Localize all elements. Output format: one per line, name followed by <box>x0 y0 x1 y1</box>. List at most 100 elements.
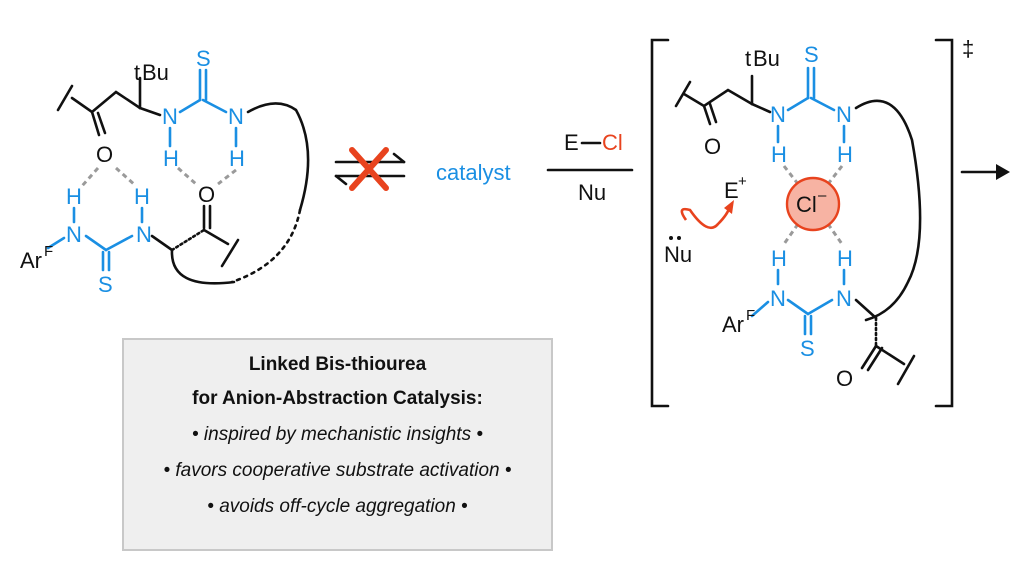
ts-thiourea-bottom-h2: H <box>837 246 853 271</box>
reagent-nu: Nu <box>578 180 606 205</box>
carbonyl-o-left: O <box>96 142 113 167</box>
carbonyl-double-bond <box>708 102 718 124</box>
chain-end-mark <box>56 84 74 112</box>
thiourea-bottom-h1: H <box>66 184 82 209</box>
left-bracket <box>650 38 670 408</box>
linker-dotted <box>230 208 302 284</box>
backbone-bond <box>70 90 142 114</box>
thiourea-bottom-n2: N <box>136 222 152 247</box>
thiourea-bond-4 <box>104 234 134 252</box>
forward-arrow-head <box>392 152 406 164</box>
h-bond <box>114 166 138 188</box>
chloride-charge: – <box>818 187 827 204</box>
ts-carbonyl-o-top: O <box>704 134 721 159</box>
catalyst-label: catalyst <box>436 160 511 185</box>
ts-tbu-label: Bu <box>753 46 780 71</box>
h-bond <box>826 165 844 185</box>
ts-nucleophile: Nu <box>664 242 692 267</box>
ts-thiourea-bottom-n2: N <box>836 286 852 311</box>
linker <box>854 99 922 322</box>
ts-thiourea-top-n1: N <box>770 102 786 127</box>
carbonyl-double-bond <box>96 111 107 135</box>
ts-thiourea-top-s: S <box>804 42 819 67</box>
ts-thiourea-bottom-h1: H <box>771 246 787 271</box>
chloride-circle <box>785 176 841 232</box>
summary-box: Linked Bis-thiourea for Anion-Abstractio… <box>122 338 553 551</box>
thiourea-bottom-s: S <box>98 272 113 297</box>
thiourea-bond <box>178 98 202 114</box>
co-bond <box>860 344 878 370</box>
carbonyl-bond <box>90 110 101 137</box>
reaction-conditions: E Cl Nu <box>546 130 634 205</box>
dagger-symbol: ‡ <box>962 36 974 61</box>
tbu-t-label: t <box>134 60 140 85</box>
thiourea-bond-3 <box>84 234 108 252</box>
ts-tbu-t-label: t <box>745 46 751 71</box>
thiourea-bottom-h2: H <box>134 184 150 209</box>
ring-bond <box>170 248 236 285</box>
thiourea-top-n1: N <box>162 104 178 129</box>
summary-title-line1: Linked Bis-thiourea <box>248 354 427 375</box>
lone-pair-dot <box>677 236 681 240</box>
h-bond <box>80 167 100 187</box>
thiourea-top-h2: H <box>229 146 245 171</box>
summary-bullet-2: • favors cooperative substrate activatio… <box>163 460 512 481</box>
h-bond <box>217 168 237 186</box>
product-arrow-head <box>996 164 1010 180</box>
thiourea-bond-2 <box>201 98 228 114</box>
nh-bond <box>750 102 772 114</box>
ts-thiourea-top-n2: N <box>836 102 852 127</box>
arf-f-label: F <box>44 243 53 260</box>
thiourea-top-n2: N <box>228 104 244 129</box>
electrophile-charge: + <box>738 173 747 190</box>
h-bond <box>782 165 800 185</box>
reagent-e: E <box>564 130 579 155</box>
arf-bond <box>46 236 66 250</box>
h-bond <box>826 223 844 245</box>
thiourea-bond-4 <box>806 298 834 316</box>
left-bis-thiourea-structure: t Bu N S N H H O O H H N N <box>20 46 310 297</box>
summary-title-line2: for Anion-Abstraction Catalysis: <box>192 388 483 409</box>
ts-thiourea-bottom-n1: N <box>770 286 786 311</box>
ts-thiourea-top-h1: H <box>771 142 787 167</box>
electrophile-label: E <box>724 178 739 203</box>
ts-thiourea-top-h2: H <box>837 142 853 167</box>
backbone-bond-2 <box>854 298 878 320</box>
backbone-bond-3 <box>874 344 906 366</box>
summary-bullet-3: • avoids off-cycle aggregation • <box>207 496 468 517</box>
thiourea-bottom-n1: N <box>66 222 82 247</box>
ts-thiourea-bottom-s: S <box>800 336 815 361</box>
cross-icon-stroke <box>349 147 389 191</box>
linker-solid <box>246 102 310 212</box>
thiourea-top-s: S <box>196 46 211 71</box>
carbonyl-bond <box>702 104 712 126</box>
co-double-bond <box>866 346 884 372</box>
stereo-hash-bond <box>170 228 206 252</box>
tbu-label: Bu <box>142 60 169 85</box>
curved-arrow-head <box>724 200 734 214</box>
ts-carbonyl-o-bottom: O <box>836 366 853 391</box>
lone-pair-dot <box>669 236 673 240</box>
curved-arrow <box>680 205 732 229</box>
ts-arf-f-label: F <box>746 307 755 324</box>
arf-bond <box>750 300 770 318</box>
backbone-bond-3 <box>202 228 230 246</box>
ts-arf-ar-label: Ar <box>722 312 744 337</box>
right-bracket <box>934 38 954 408</box>
transition-state: ‡ O t Bu N S N H H Cl – E <box>650 36 974 408</box>
chloride-label: Cl <box>796 192 817 217</box>
carbonyl-o-right: O <box>198 182 215 207</box>
h-bond <box>782 223 800 245</box>
summary-bullet-1: • inspired by mechanistic insights • <box>191 424 484 445</box>
backbone-bond <box>682 88 754 108</box>
h-bond <box>177 166 197 186</box>
thiourea-bond <box>786 96 810 112</box>
reverse-arrow-head <box>334 174 348 186</box>
nh-bond <box>138 106 162 117</box>
arf-ar-label: Ar <box>20 248 42 273</box>
chain-end-mark-2 <box>220 238 240 268</box>
thiourea-bond-2 <box>809 96 836 112</box>
reagent-cl: Cl <box>602 130 623 155</box>
thiourea-bond-3 <box>786 298 810 316</box>
